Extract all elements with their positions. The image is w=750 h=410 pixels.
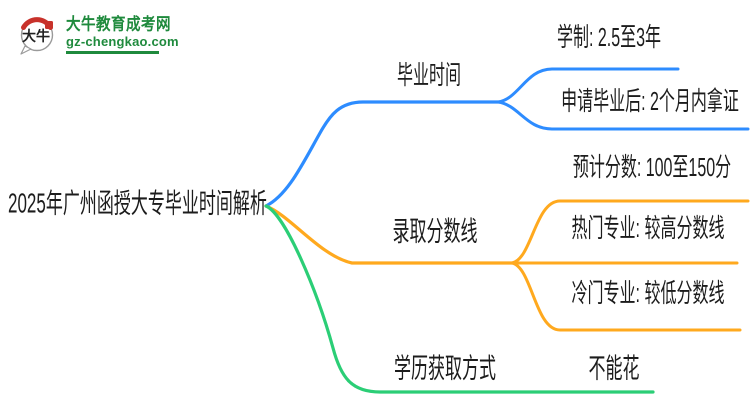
child-node-hot-major: 热门专业: 较高分数线 [571, 215, 725, 244]
root-node: 2025年广州函授大专毕业时间解析 [8, 188, 267, 219]
branch-line-graduation-time [264, 100, 500, 208]
branch-line-score-line [264, 204, 514, 265]
branch-line-certificate-time [496, 100, 750, 131]
branch-line-expected-score [510, 199, 750, 265]
child-node-certificate-time: 申请毕业后: 2个月内拿证 [561, 88, 739, 117]
site-name: 大牛教育成考网 [66, 15, 171, 35]
site-logo[interactable]: 大牛 大牛教育成考网 gz-chengkao.com [16, 13, 179, 57]
root-node-label: 2025年广州函授大专毕业时间解析 [8, 188, 267, 219]
logo-badge-text: 大牛 [22, 28, 50, 44]
logo-underline [66, 51, 159, 54]
child-node-expected-score: 预计分数: 100至150分 [572, 154, 732, 183]
site-url: gz-chengkao.com [66, 34, 179, 49]
branch-line-study-length [496, 67, 680, 104]
branch-line-cold-major [510, 261, 742, 332]
child-node-cold-major: 冷门专业: 较低分数线 [571, 280, 725, 309]
branch-node-score-line: 录取分数线 [392, 216, 478, 247]
branch-node-degree-acquisition: 学历获取方式 [394, 353, 496, 384]
logo-badge-icon: 大牛 [20, 17, 54, 55]
child-node-no-buying: 不能花 [588, 353, 640, 384]
child-node-study-length: 学制: 2.5至3年 [556, 24, 662, 53]
branch-node-graduation-time: 毕业时间 [396, 62, 461, 91]
branch-line-degree-acquisition [264, 204, 655, 394]
